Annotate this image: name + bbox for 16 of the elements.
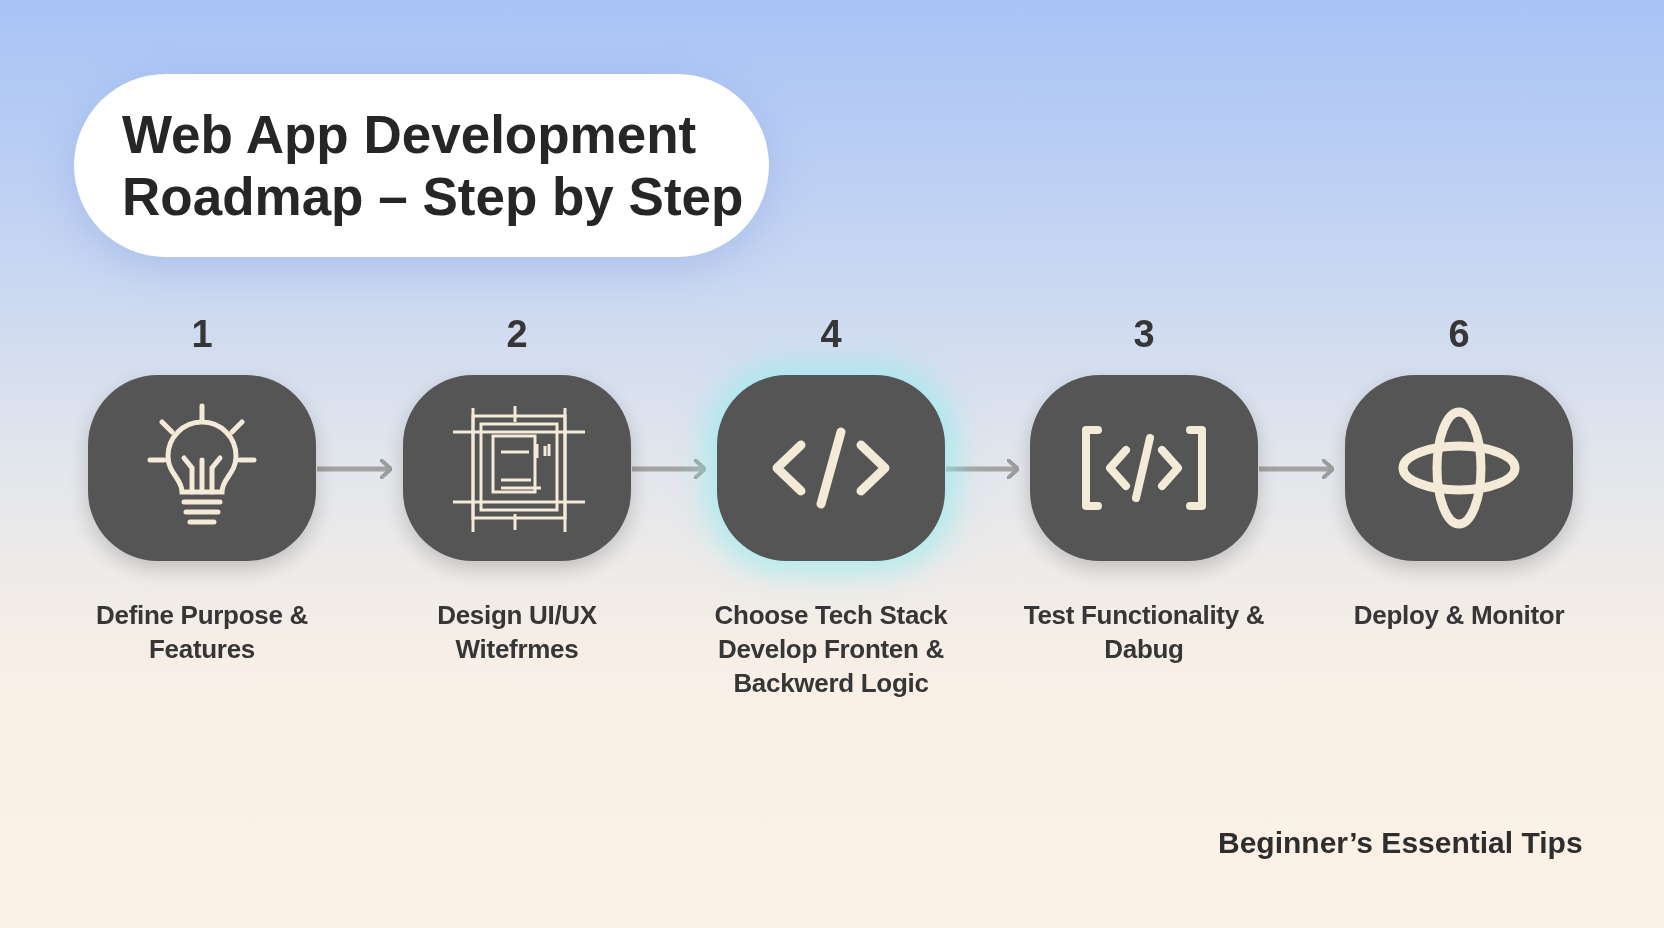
step-label: Design UI/UX Witefrmes	[436, 599, 598, 666]
arrow	[317, 458, 393, 480]
step-number: 6	[1448, 312, 1470, 356]
arrow	[632, 458, 707, 480]
step-label: Define Purpose & Features	[95, 599, 309, 666]
step-label: Choose Tech Stack Develop Fronten & Backwerd Logic	[713, 599, 949, 700]
step-number: 3	[1133, 312, 1155, 356]
footer-note: Beginner’s Essential Tips	[1218, 825, 1583, 861]
arrow	[946, 458, 1020, 480]
step-label: Deploy & Monitor	[1353, 599, 1565, 632]
step-number: 4	[820, 312, 842, 356]
arrow	[1259, 458, 1335, 480]
step-number: 2	[506, 312, 528, 356]
title-banner: Web App Development Roadmap – Step by Step	[74, 74, 769, 257]
step-number: 1	[191, 312, 213, 356]
step-label: Test Functionality & Dabug	[1022, 599, 1266, 666]
